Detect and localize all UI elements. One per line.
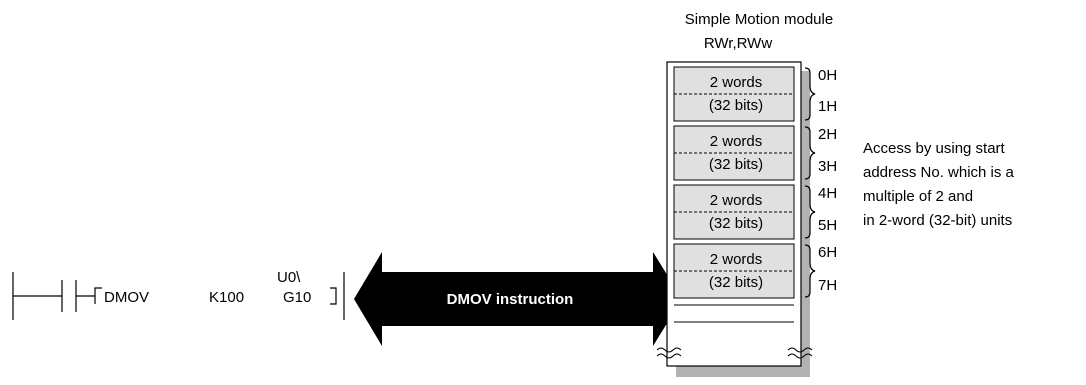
memory-block — [673, 125, 795, 181]
address-label: 0H — [818, 67, 837, 84]
note-line: address No. which is a — [863, 164, 1015, 181]
block-label-2: (32 bits) — [709, 97, 763, 114]
block-label-1: 2 words — [710, 192, 763, 209]
address-label: 5H — [818, 217, 837, 234]
instruction-bracket-right — [330, 287, 337, 305]
brace — [804, 185, 816, 239]
memory-block — [673, 243, 795, 299]
break-marks — [656, 347, 813, 359]
address-label: 4H — [818, 185, 837, 202]
block-label-1: 2 words — [710, 74, 763, 91]
dest-device: G10 — [283, 289, 311, 306]
instruction-bracket-left — [94, 287, 102, 304]
block-label-1: 2 words — [710, 251, 763, 268]
source-operand: K100 — [209, 289, 244, 306]
address-label: 1H — [818, 98, 837, 115]
note-line: Access by using start — [863, 140, 1006, 157]
address-label: 6H — [818, 244, 837, 261]
block-label-1: 2 words — [710, 133, 763, 150]
address-braces — [804, 67, 816, 298]
brace — [804, 126, 816, 180]
address-label: 3H — [818, 158, 837, 175]
address-label: 2H — [818, 126, 837, 143]
memory-block — [673, 66, 795, 122]
brace — [804, 67, 816, 121]
arrow-label: DMOV instruction — [447, 291, 574, 308]
block-label-2: (32 bits) — [709, 156, 763, 173]
double-arrow-shape — [354, 252, 682, 346]
address-label: 7H — [818, 277, 837, 294]
note-line: multiple of 2 and — [863, 188, 973, 205]
instruction-name: DMOV — [104, 289, 149, 306]
buffer-label: RWr,RWw — [704, 35, 773, 52]
note-line: in 2-word (32-bit) units — [863, 212, 1012, 229]
memory-block — [673, 184, 795, 240]
dest-module: U0\ — [277, 269, 301, 286]
ladder-rung — [12, 272, 345, 320]
block-label-2: (32 bits) — [709, 274, 763, 291]
module-title: Simple Motion module — [685, 11, 833, 28]
brace — [804, 244, 816, 298]
block-label-2: (32 bits) — [709, 215, 763, 232]
